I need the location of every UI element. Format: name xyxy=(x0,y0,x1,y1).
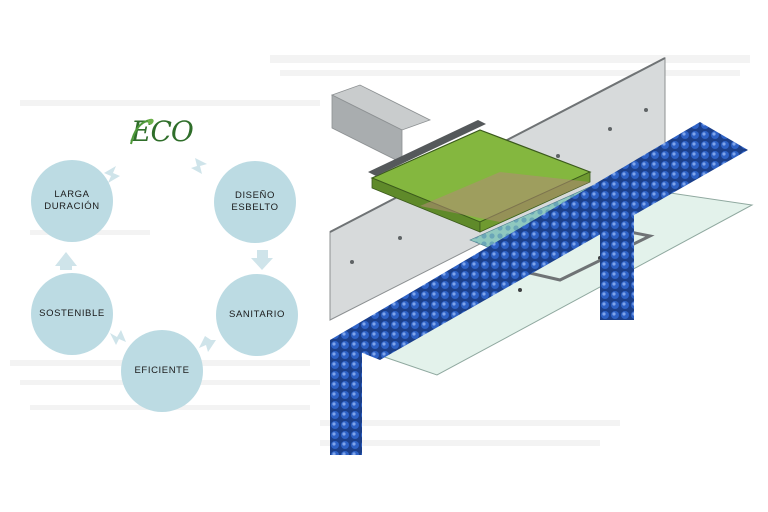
cycle-node-larga-duracion: LARGA DURACIÓN xyxy=(31,160,113,242)
cycle-node-sanitario: SANITARIO xyxy=(216,274,298,356)
cycle-node-sostenible: SOSTENIBLE xyxy=(31,273,113,355)
arrow-down-icon xyxy=(251,250,273,270)
leaf-icon xyxy=(130,118,154,145)
cycle-arrows xyxy=(55,158,273,352)
chain-top-run xyxy=(330,122,748,360)
chain-right-drop xyxy=(600,175,634,320)
arrow-up-icon xyxy=(55,252,77,270)
cycle-node-diseno-esbelto: DISEÑO ESBELTO xyxy=(214,161,296,243)
cycle-node-eficiente: EFICIENTE xyxy=(121,330,203,412)
arrow-left-icon xyxy=(199,336,216,352)
arrow-left-icon xyxy=(110,330,126,345)
conveyor-machine-illustration xyxy=(329,57,754,455)
arrow-right-icon xyxy=(104,166,120,183)
eco-logo: ECO xyxy=(131,115,194,148)
arrow-right-icon xyxy=(191,158,207,174)
chain-left-drop xyxy=(330,330,362,455)
